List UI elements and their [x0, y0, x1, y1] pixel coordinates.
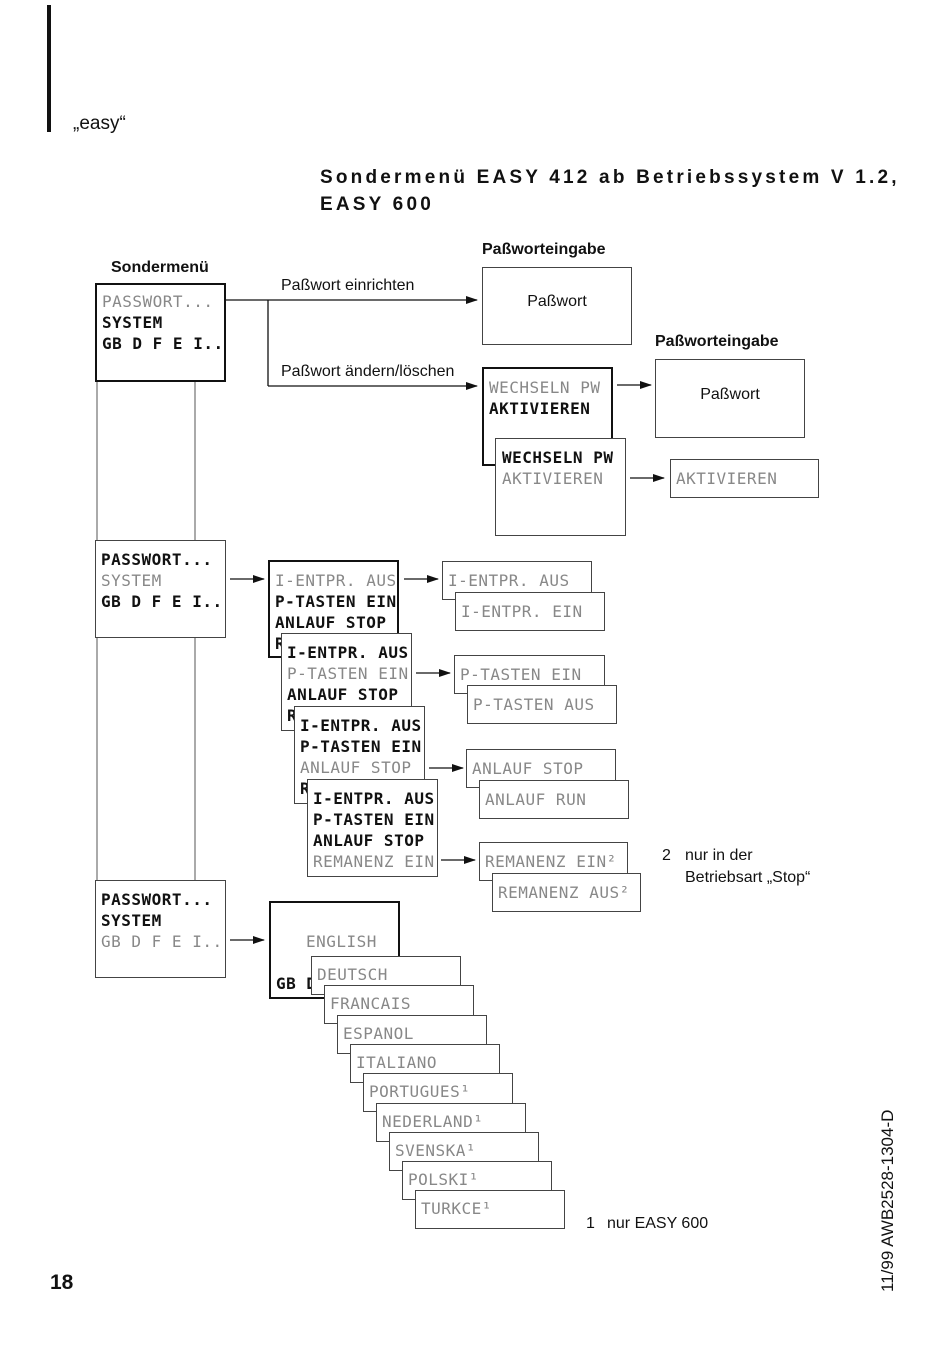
menu-line-passwort: PASSWORT...: [101, 890, 213, 909]
note-2-number: 2: [662, 847, 671, 864]
passwort-einrichten-label: Paßwort einrichten: [281, 277, 415, 294]
note-1-number: 1: [586, 1215, 595, 1232]
menu-line-system: SYSTEM: [101, 571, 162, 590]
menu-line-language: GB D F E I..: [101, 932, 223, 951]
option-text: I-ENTPR. AUS: [448, 571, 570, 590]
menu-line-ptasten: P-TASTEN EIN: [275, 592, 397, 611]
option-anlauf-run: ANLAUF RUN: [479, 780, 629, 819]
menu-line-aktivieren: AKTIVIEREN: [489, 399, 591, 418]
page-number: 18: [50, 1271, 74, 1294]
menu-line-anlauf: ANLAUF STOP: [287, 685, 399, 704]
menu-line-wechseln: WECHSELN PW: [502, 448, 614, 467]
language-option: TURKCE¹: [415, 1190, 565, 1230]
wechseln-menu-2: WECHSELN PW AKTIVIEREN: [495, 438, 626, 536]
menu-line-anlauf: ANLAUF STOP: [275, 613, 387, 632]
note-1-text: nur EASY 600: [607, 1215, 709, 1232]
menu-line-english: ENGLISH: [306, 932, 377, 951]
menu-line-remanenz: REMANENZ EIN: [313, 852, 435, 871]
passwort-aendern-label: Paßwort ändern/löschen: [281, 363, 455, 380]
option-text: ANLAUF STOP: [472, 759, 584, 778]
menu-line-anlauf: ANLAUF STOP: [300, 758, 412, 777]
page-title-line2: EASY 600: [320, 194, 434, 215]
option-ientpr-ein: I-ENTPR. EIN: [455, 592, 605, 631]
passwort-eingabe-heading-1: Paßworteingabe: [482, 241, 606, 258]
language-option-text: FRANCAIS: [330, 994, 412, 1014]
page-title-line1: Sondermenü EASY 412 ab Betriebssystem V …: [320, 167, 900, 188]
language-option-text: ESPANOL: [343, 1023, 414, 1043]
menu-line-passwort: PASSWORT...: [102, 292, 214, 311]
language-option-text: SVENSKA¹: [395, 1140, 477, 1160]
language-option-text: DEUTSCH: [317, 965, 388, 984]
option-ptasten-aus: P-TASTEN AUS: [467, 685, 617, 724]
language-option-text: PORTUGUES¹: [369, 1082, 471, 1102]
option-text: P-TASTEN AUS: [473, 695, 595, 714]
margin-bar: [47, 5, 51, 132]
main-menu-system: PASSWORT... SYSTEM GB D F E I..: [95, 540, 226, 638]
menu-line-language: GB D F E I..: [102, 334, 224, 353]
menu-line-ientpr: I-ENTPR. AUS: [313, 789, 435, 808]
passwort-box-2-label: Paßwort: [700, 386, 760, 403]
menu-line-ientpr: I-ENTPR. AUS: [275, 571, 397, 590]
language-option-text: NEDERLAND¹: [382, 1111, 484, 1131]
menu-line-system: SYSTEM: [101, 911, 162, 930]
passwort-box-1-label: Paßwort: [527, 293, 587, 310]
option-remanenz-aus: REMANENZ AUS²: [492, 873, 641, 912]
aktivieren-box: AKTIVIEREN: [670, 459, 819, 498]
menu-line-wechseln: WECHSELN PW: [489, 378, 601, 397]
main-menu-language: PASSWORT... SYSTEM GB D F E I..: [95, 880, 226, 978]
language-option-text: TURKCE¹: [421, 1199, 492, 1219]
option-text: REMANENZ AUS²: [498, 883, 630, 902]
main-menu-passwort: PASSWORT... SYSTEM GB D F E I..: [95, 283, 226, 382]
menu-line-passwort: PASSWORT...: [101, 550, 213, 569]
system-menu-4: I-ENTPR. AUS P-TASTEN EIN ANLAUF STOP RE…: [307, 779, 438, 877]
language-option-text: POLSKI¹: [408, 1170, 479, 1190]
menu-line-ientpr: I-ENTPR. AUS: [300, 716, 422, 735]
passwort-box-1: Paßwort: [482, 267, 632, 345]
note-2-line2: Betriebsart „Stop“: [685, 869, 811, 886]
sondermenue-heading: Sondermenü: [111, 259, 209, 276]
menu-line-ptasten: P-TASTEN EIN: [300, 737, 422, 756]
menu-line-language: GB D F E I..: [101, 592, 223, 611]
option-text: REMANENZ EIN²: [485, 852, 617, 871]
menu-line-ptasten: P-TASTEN EIN: [313, 810, 435, 829]
option-text: I-ENTPR. EIN: [461, 602, 583, 621]
option-text: ANLAUF RUN: [485, 790, 587, 809]
menu-line-system: SYSTEM: [102, 313, 163, 332]
document-id: 11/99 AWB2528-1304-D: [878, 1109, 897, 1292]
option-text: P-TASTEN EIN: [460, 665, 582, 684]
passwort-eingabe-heading-2: Paßworteingabe: [655, 333, 779, 350]
language-option-text: ITALIANO: [356, 1052, 438, 1072]
passwort-box-2: Paßwort: [655, 359, 805, 438]
menu-line-ientpr: I-ENTPR. AUS: [287, 643, 409, 662]
note-2-line1: nur in der: [685, 847, 753, 864]
header-label: „easy“: [73, 113, 126, 134]
menu-line-aktivieren: AKTIVIEREN: [502, 469, 604, 488]
menu-line-ptasten: P-TASTEN EIN: [287, 664, 409, 683]
menu-line-anlauf: ANLAUF STOP: [313, 831, 425, 850]
aktivieren-text: AKTIVIEREN: [676, 469, 778, 488]
